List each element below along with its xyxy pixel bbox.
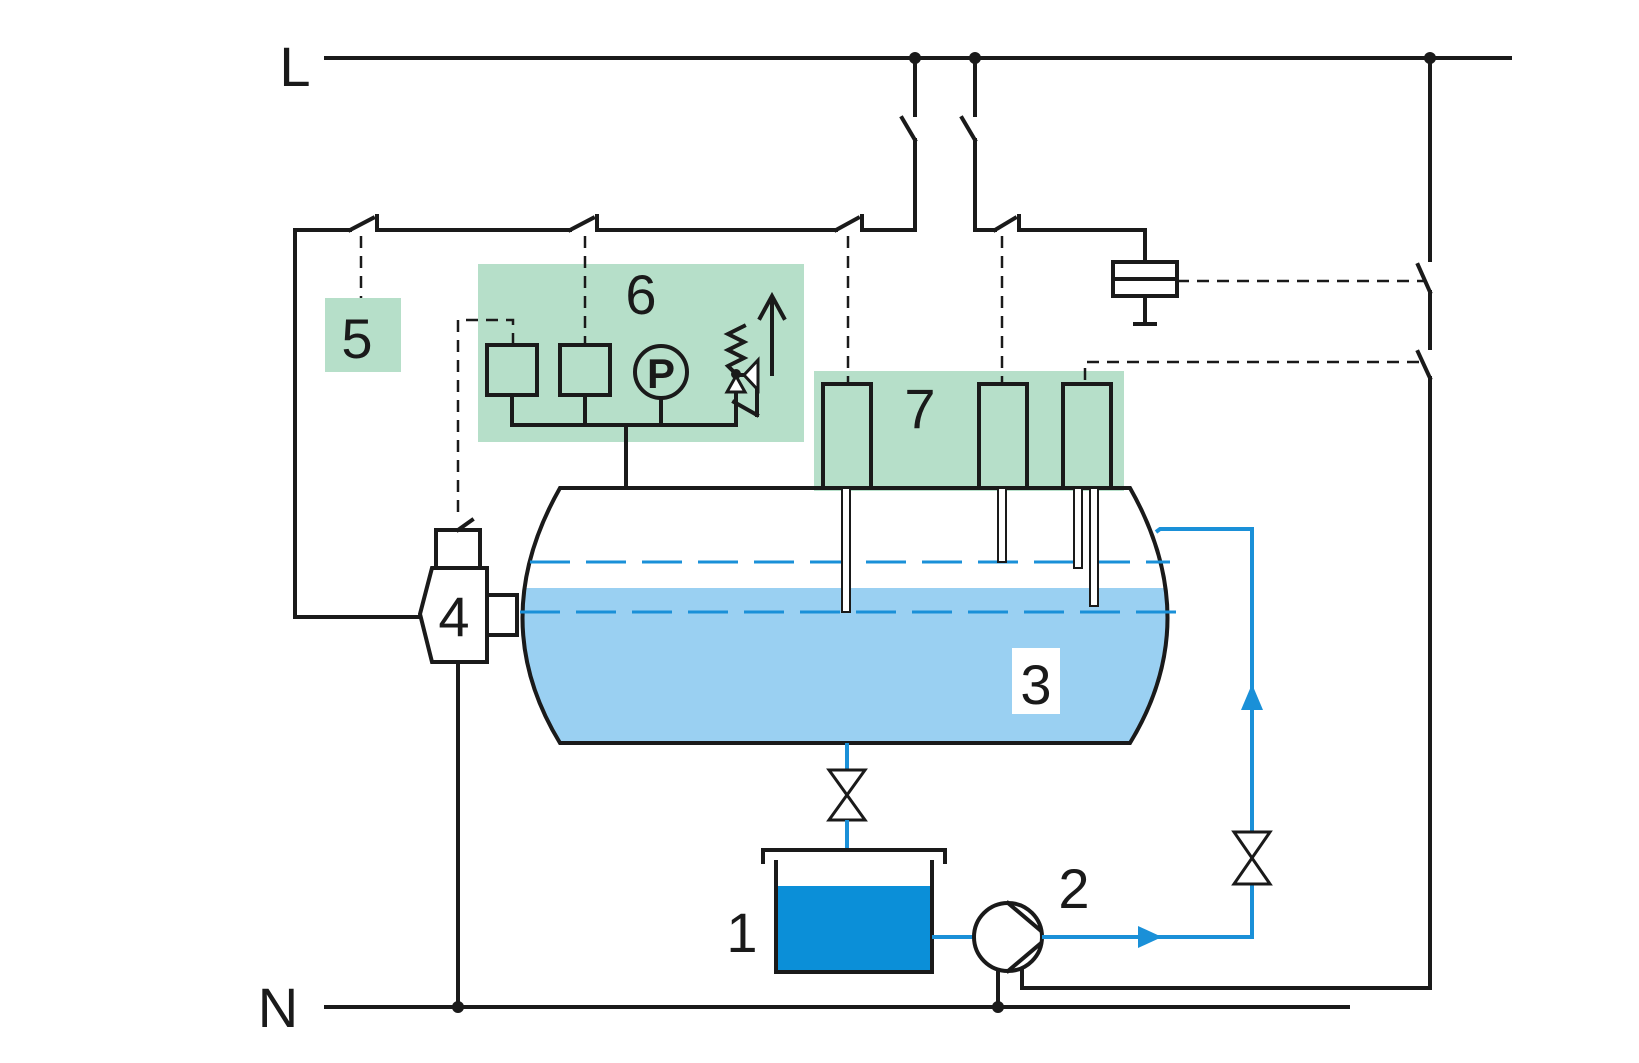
flow-arrow-icon <box>1241 684 1263 710</box>
valve-icon <box>826 768 868 822</box>
valve-icon <box>1231 830 1273 886</box>
module-6-label: 6 <box>625 263 656 326</box>
electrode-rod <box>1089 487 1099 607</box>
right-branch <box>1020 56 1433 990</box>
dash-link-heater <box>456 318 515 520</box>
flow-arrow-icon <box>1138 926 1162 948</box>
boiler-label-bg <box>1012 648 1060 714</box>
contact-link-dashed <box>1083 360 1425 380</box>
relay-coil-icon <box>1111 260 1179 326</box>
switch-contact-icon <box>864 56 918 232</box>
electrode-rod <box>1073 487 1083 569</box>
module-5-label: 5 <box>341 307 372 370</box>
pressure-gauge-label: P <box>647 350 675 397</box>
feed-tank-label: 1 <box>726 901 757 964</box>
pump-label: 2 <box>1058 857 1089 920</box>
boiler-label: 3 <box>1020 653 1051 716</box>
line-label: L <box>279 35 310 98</box>
electrode-rod <box>997 487 1007 563</box>
safety-valve-icon <box>723 291 787 427</box>
electrode-rod <box>841 487 851 613</box>
heater-label: 4 <box>438 585 469 648</box>
neutral-label: N <box>258 976 298 1039</box>
module-5-background <box>325 298 401 372</box>
feed-pipe <box>1042 527 1254 939</box>
pump-icon <box>972 900 1044 1009</box>
feed-tank <box>761 848 947 974</box>
control-bus <box>293 214 1147 619</box>
switch-contact-icon <box>959 56 997 232</box>
module-7-background <box>814 371 1124 491</box>
heater-unit <box>417 517 519 1009</box>
module-7-label: 7 <box>904 377 935 440</box>
